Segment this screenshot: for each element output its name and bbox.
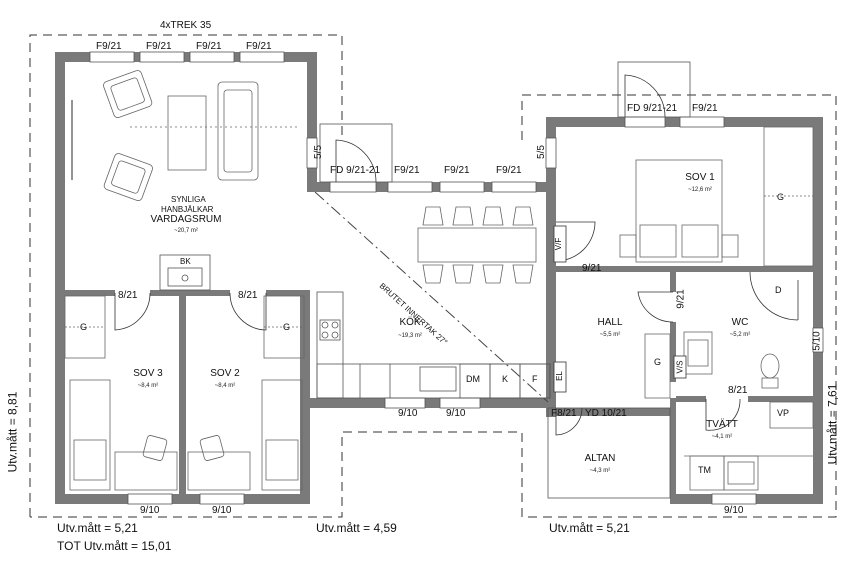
dimension-left: Utv.mått = 8,81 xyxy=(5,391,20,473)
beam-note: SYNLIGA xyxy=(171,195,206,204)
heat-pump-label: VP xyxy=(777,408,790,418)
door-label: 9/21 xyxy=(675,289,687,309)
window-label: 9/10 xyxy=(398,408,418,419)
window-label: 9/10 xyxy=(140,505,160,516)
dimension-lines xyxy=(29,34,837,518)
window-label: 5/5 xyxy=(312,145,324,159)
door-label: YD 10/21 xyxy=(585,408,627,419)
dimension-right: Utv.mått = 7,61 xyxy=(825,383,840,465)
room-area-sov1: ~12,6 m² xyxy=(688,187,712,193)
window-label: F9/21 xyxy=(444,165,470,176)
room-name-sov3: SOV 3 xyxy=(133,368,163,379)
room-name-altan: ALTAN xyxy=(584,453,616,464)
beam-note: HANBJÄLKAR xyxy=(161,205,214,214)
wardrobe-label: G xyxy=(80,322,88,332)
ridge-line xyxy=(314,191,549,403)
dimension-bottom-left: Utv.mått = 5,21 xyxy=(57,521,138,535)
window-label: F9/21 xyxy=(196,41,222,52)
door-label: 9/21 xyxy=(582,263,602,274)
room-area-wc: ~5,2 m² xyxy=(729,332,751,338)
window-label: F9/21 xyxy=(496,165,522,176)
room-name-hall: HALL xyxy=(597,317,623,328)
kitchen-counters xyxy=(316,291,551,399)
room-name-sov1: SOV 1 xyxy=(685,172,715,183)
windows-graphics xyxy=(89,51,824,505)
top-dimension: 4xTREK 35 xyxy=(160,20,212,31)
window-label: F9/21 xyxy=(96,41,122,52)
vf-label: V/F xyxy=(554,237,564,251)
dimension-bottom-mid: Utv.mått = 4,59 xyxy=(316,521,397,535)
wet-room-fixtures xyxy=(560,331,814,491)
room-area-altan: ~4,3 m² xyxy=(589,468,611,474)
room-area-sov2: ~8,4 m² xyxy=(214,383,236,389)
room-name-tvatt: TVÄTT xyxy=(706,419,738,430)
door-label: F8/21 xyxy=(551,408,577,419)
wardrobe-label: G xyxy=(777,192,785,202)
fridge-label: K xyxy=(502,374,509,384)
door-swings xyxy=(114,74,799,436)
window-label: 5/10 xyxy=(811,331,823,351)
room-name-sov2: SOV 2 xyxy=(210,368,240,379)
door-label: 8/21 xyxy=(118,290,138,301)
dishwasher-label: DM xyxy=(466,374,480,384)
tumbler-label: TM xyxy=(698,465,711,475)
fireplace-label: BK xyxy=(180,257,191,266)
window-label: 5/5 xyxy=(535,145,547,159)
vs-label: V/S xyxy=(675,360,685,374)
bedroom-furniture xyxy=(64,295,305,491)
window-label: F9/21 xyxy=(146,41,172,52)
door-label: 8/21 xyxy=(728,385,748,396)
sov1-furniture xyxy=(619,126,814,267)
window-label: F9/21 xyxy=(394,165,420,176)
dining-set xyxy=(417,206,537,284)
freezer-label: F xyxy=(532,374,538,384)
window-label: 9/10 xyxy=(212,505,232,516)
service-boxes xyxy=(553,225,687,393)
room-name-kok: KÖK xyxy=(399,317,421,328)
room-area-sov3: ~8,4 m² xyxy=(137,383,159,389)
window-label: 9/10 xyxy=(446,408,466,419)
room-area-vardagsrum: ~20,7 m² xyxy=(174,228,198,234)
window-label: 9/10 xyxy=(724,505,744,516)
wardrobe-label: G xyxy=(654,357,662,367)
window-label: F9/21 xyxy=(246,41,272,52)
fireplace xyxy=(159,254,211,291)
window-label: FD 9/21-21 xyxy=(330,165,381,176)
room-area-hall: ~5,5 m² xyxy=(599,332,621,338)
door-d-label: D xyxy=(775,285,782,295)
wardrobe-label: G xyxy=(283,322,291,332)
room-area-tvatt: ~4,1 m² xyxy=(711,434,733,440)
window-label: FD 9/21-21 xyxy=(627,103,678,114)
room-name-wc: WC xyxy=(731,317,749,328)
window-label: F9/21 xyxy=(692,103,718,114)
room-name-vardagsrum: VARDAGSRUM xyxy=(150,214,222,225)
dimension-total: TOT Utv.mått = 15,01 xyxy=(57,539,172,553)
el-label: EL xyxy=(554,371,564,381)
dimension-bottom-right: Utv.mått = 5,21 xyxy=(549,521,630,535)
living-furniture xyxy=(71,70,300,202)
room-area-kok: ~19,3 m² xyxy=(398,333,422,339)
porch-frames xyxy=(319,61,691,499)
door-label: 8/21 xyxy=(238,290,258,301)
